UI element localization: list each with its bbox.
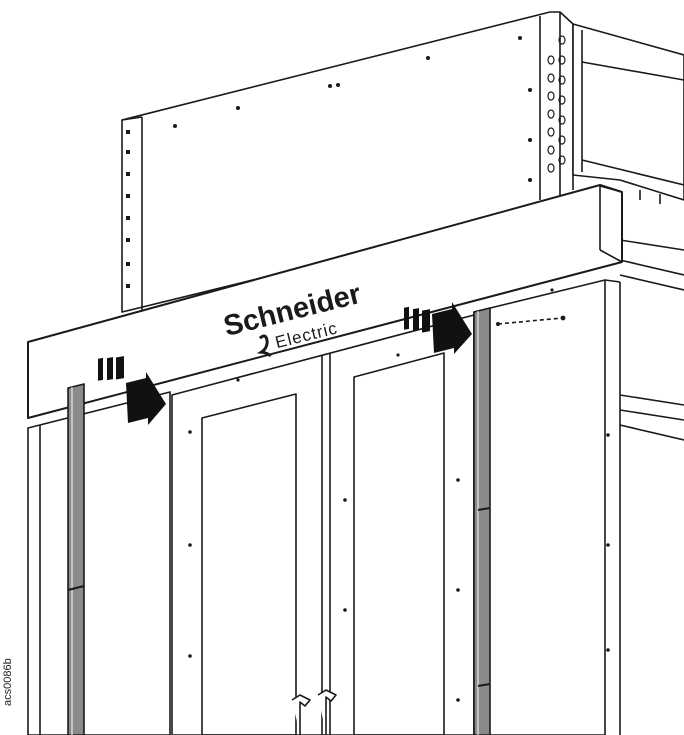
figure-id-label: acs0086b xyxy=(2,658,14,706)
left-door xyxy=(27,391,171,735)
rail-holes-left xyxy=(126,130,130,288)
rail-holes-right xyxy=(547,35,566,173)
rear-panel xyxy=(121,11,574,313)
rear-panel-screws xyxy=(173,36,532,182)
logo-mark-icon xyxy=(256,334,272,358)
left-handle-strip xyxy=(67,383,85,735)
arrow-left xyxy=(98,356,166,425)
arrow-right xyxy=(404,302,472,354)
center-doors xyxy=(171,314,475,735)
adjacent-rack xyxy=(572,23,684,441)
right-door xyxy=(473,279,621,735)
door-screws xyxy=(188,288,610,702)
roof-header xyxy=(27,184,623,419)
